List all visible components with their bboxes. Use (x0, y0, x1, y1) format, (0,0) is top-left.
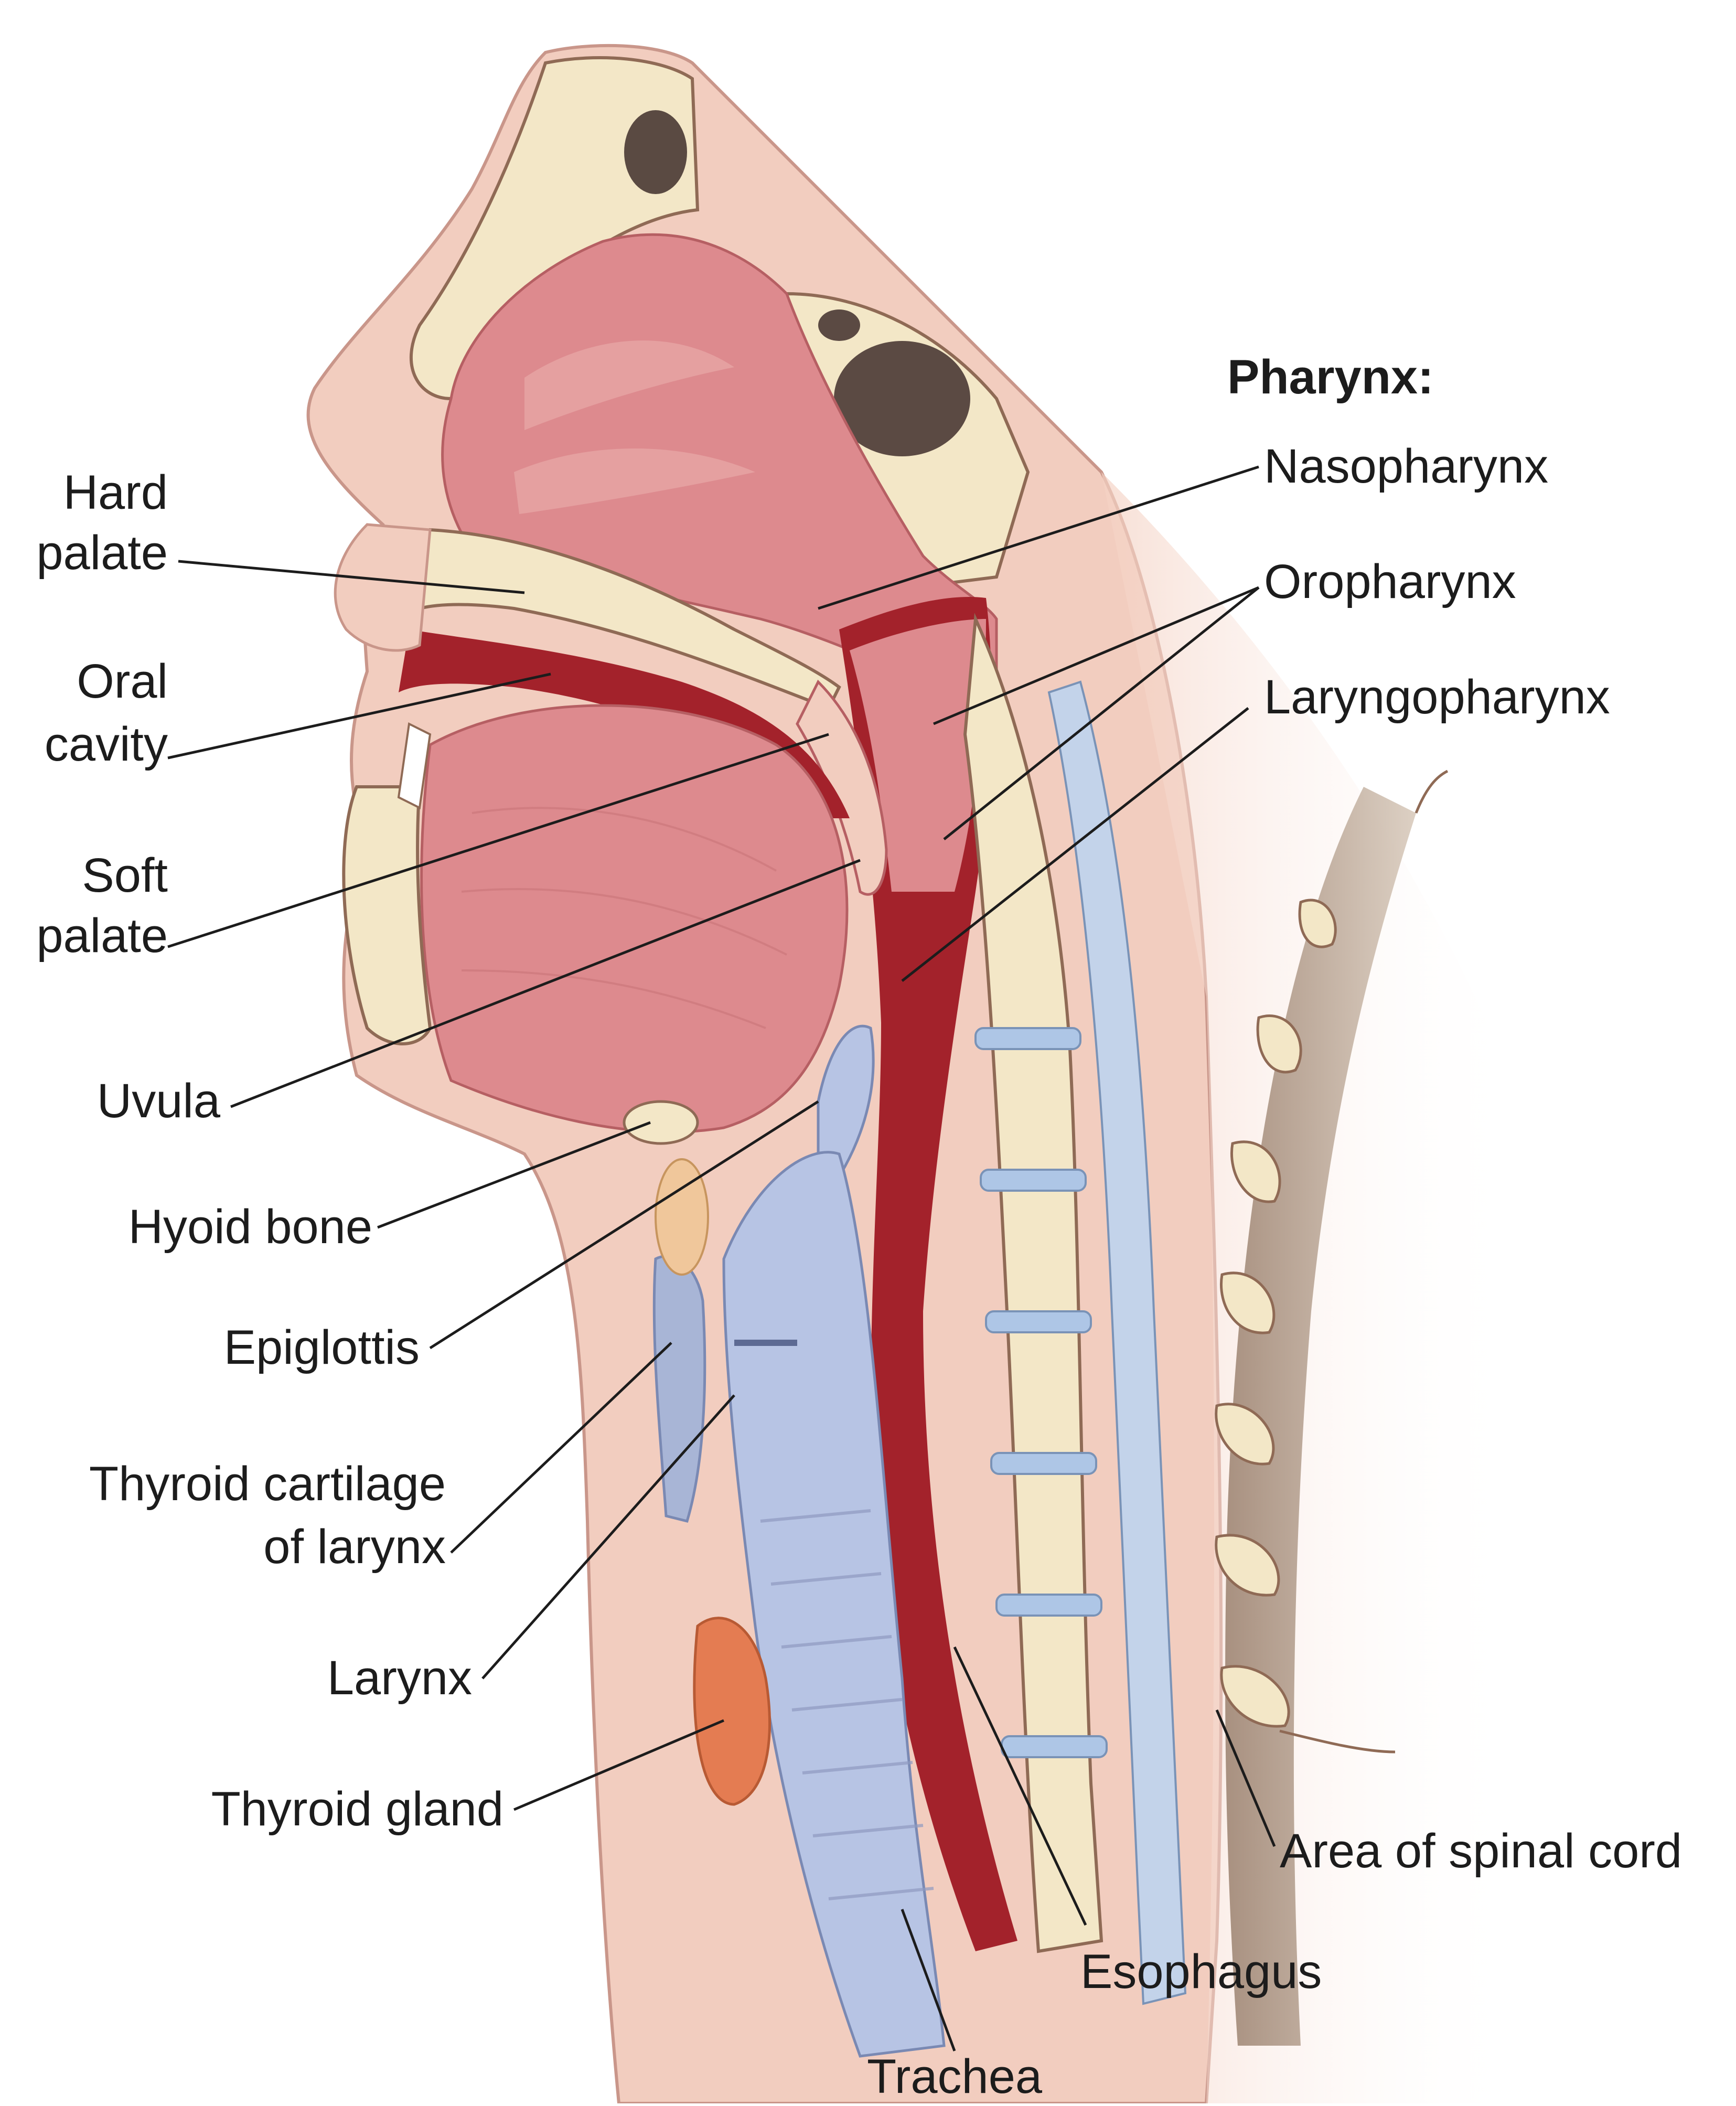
upper-lip (334, 523, 432, 652)
frontal-sinus (624, 110, 687, 194)
leader-oropharynx-1 (933, 586, 1259, 725)
leader-oral-cavity (167, 672, 551, 760)
spinal-cord-area-shape (1225, 787, 1416, 2046)
intervertebral-discs (974, 1027, 1108, 1758)
label-epiglottis: Epiglottis (224, 1321, 420, 1374)
nasal-concha-2 (514, 448, 755, 514)
leader-oropharynx-2 (943, 586, 1260, 840)
leader-laryngopharynx (901, 707, 1249, 982)
spinal-canal (1047, 680, 1187, 2005)
label-hard-palate-line1: Hard (63, 466, 168, 519)
hard-palate-bone (416, 528, 841, 710)
leader-nasopharynx (818, 465, 1259, 610)
tooth (397, 722, 432, 810)
label-oral-cavity-line2: cavity (45, 718, 168, 771)
sphenoid-sinus-small (818, 309, 860, 341)
label-pharynx-title: Pharynx: (1227, 350, 1434, 404)
label-soft-palate-line1: Soft (82, 849, 168, 902)
label-oropharynx: Oropharynx (1264, 555, 1516, 608)
pharynx-column (839, 597, 1017, 1951)
oral-cavity-roof (399, 629, 850, 818)
thyroid-gland-shape (693, 1617, 771, 1806)
leader-spinal-cord (1215, 1709, 1276, 1847)
label-trachea: Trachea (867, 2050, 1043, 2103)
hyoid-bone-shape (623, 1100, 699, 1145)
label-uvula: Uvula (97, 1074, 221, 1128)
label-esophagus: Esophagus (1080, 1945, 1322, 1998)
label-thyroid-cartilage-line1: Thyroid cartilage (89, 1457, 446, 1511)
leader-hard-palate (178, 560, 525, 594)
leader-thyroid-cartilage (450, 1342, 672, 1554)
leader-esophagus (953, 1646, 1087, 1926)
leader-lines (167, 465, 1276, 2051)
thyroid-cartilage-shape (652, 1255, 706, 1523)
tracheal-rings (760, 1509, 934, 1900)
label-spinal-cord-area: Area of spinal cord (1280, 1824, 1682, 1878)
mandible (342, 785, 432, 1045)
leader-trachea (901, 1909, 956, 2051)
label-hyoid-bone: Hyoid bone (128, 1200, 372, 1254)
leader-hyoid (377, 1121, 651, 1229)
leader-uvula (230, 859, 861, 1108)
label-thyroid-gland: Thyroid gland (211, 1782, 503, 1836)
back-of-neck-lines (1279, 769, 1449, 1754)
leader-thyroid-gland (513, 1719, 724, 1811)
label-oral-cavity-line1: Oral (77, 655, 168, 708)
leader-larynx (481, 1394, 735, 1680)
thyroid-cartilage-top (655, 1158, 709, 1276)
sphenoid-sinus (834, 341, 970, 456)
label-laryngopharynx: Laryngopharynx (1264, 670, 1610, 724)
tongue-muscle-striations (461, 807, 787, 1029)
spinous-processes (1215, 899, 1337, 1728)
leader-soft-palate (167, 733, 829, 948)
labels: Pharynx: Nasopharynx Oropharynx Laryngop… (36, 350, 1682, 2103)
nasal-concha (524, 340, 734, 430)
leader-epiglottis (429, 1100, 819, 1350)
label-thyroid-cartilage-line2: of larynx (263, 1520, 446, 1574)
spinal-column-outline (963, 613, 1103, 1953)
label-hard-palate-line2: palate (36, 526, 168, 580)
tongue (420, 704, 849, 1134)
label-nasopharynx: Nasopharynx (1264, 440, 1548, 493)
label-soft-palate-line2: palate (36, 909, 168, 963)
label-larynx: Larynx (327, 1651, 472, 1705)
